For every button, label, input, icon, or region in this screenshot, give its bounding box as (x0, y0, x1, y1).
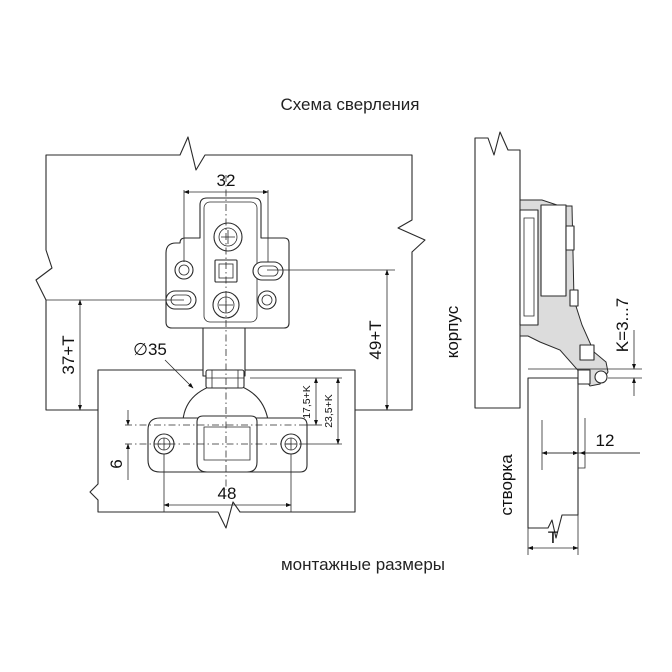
label-cabinet: корпус (443, 305, 462, 358)
title-top: Схема сверления (280, 95, 419, 114)
dim-offset-small: 17,5+K (301, 385, 313, 419)
dim-thickness: T (548, 528, 558, 547)
hinge-knuckle (205, 369, 245, 389)
side-door-panel (527, 377, 579, 539)
dim-cup-diameter: ∅35 (133, 340, 167, 359)
plate-screw-bottom-icon (212, 291, 240, 319)
dim-width-top: 32 (217, 171, 236, 190)
dim-plate-offset: 6 (107, 459, 126, 468)
dim-offset-large: 23,5+K (323, 394, 335, 428)
dim-depth: 12 (596, 431, 615, 450)
dim-left-height: 37+T (59, 335, 78, 374)
title-bottom: монтажные размеры (281, 555, 445, 574)
label-door: створка (497, 454, 516, 516)
dim-width-bottom: 48 (218, 484, 237, 503)
dim-right-height: 49+T (366, 320, 385, 359)
cabinet-panel-outline (35, 136, 426, 411)
plate-holes (165, 260, 284, 310)
side-cabinet-panel (474, 131, 521, 409)
dim-overlay-k: K=3...7 (613, 298, 632, 352)
plate-screw-top-icon (213, 222, 243, 252)
